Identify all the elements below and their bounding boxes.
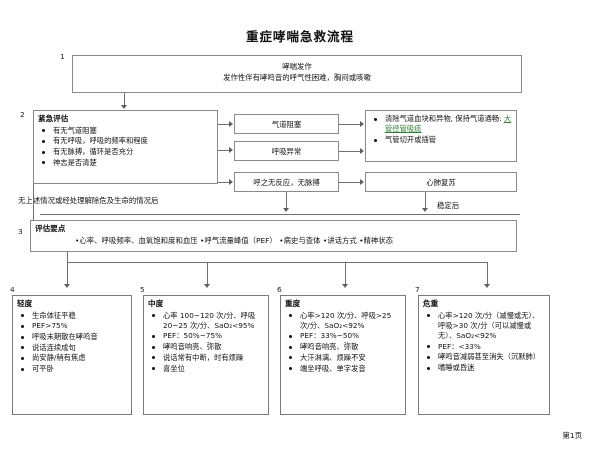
severity-severe-title: 重度 <box>285 299 301 308</box>
list-item: 嗜睡或昏迷 <box>423 363 545 373</box>
connector-merge-bar <box>40 214 520 215</box>
emergency-assessment-list: 有无气道阻塞 有无呼吸，呼吸的频率和程度 有无脉搏，循环是否充分 神志是否清楚 <box>38 126 213 168</box>
arrow-circulation-to-cpr <box>360 179 364 185</box>
arrow-to-severe <box>342 284 348 288</box>
severity-moderate-title: 中度 <box>148 299 164 308</box>
list-item: 大汗淋漓、烦躁不安 <box>285 353 401 363</box>
list-item: 清除气道血块和异物, 保持气道通畅: 大管径管吸痰 <box>370 114 512 134</box>
list-item: 气管切开或插管 <box>370 135 512 145</box>
list-item: 心率 100~120 次/分、呼吸 20~25 次/分、SaO₂<95% <box>148 311 264 331</box>
node-asthma-attack-line1: 哮喘发作 <box>282 62 312 71</box>
connector-circulation-to-cpr <box>339 182 361 183</box>
node-severity-mild: 轻度 生命体征平稳 PEF>75% 呼吸末期散在哮鸣音 说话连续成句 尚安静/稍… <box>12 295 132 415</box>
node-severity-severe: 重度 心率>120 次/分、呼吸>25 次/分、SaO₂<92% PEF：33%… <box>280 295 406 415</box>
connector-assess-to-airway <box>218 124 230 125</box>
list-item: PEF：<33% <box>423 342 545 352</box>
connector-assess-to-breathing <box>218 150 230 151</box>
node-cpr: 心肺复苏 <box>365 172 517 192</box>
list-item: 说话连续成句 <box>17 343 127 353</box>
connector-severity-bar <box>67 262 487 263</box>
arrow-1-to-2 <box>121 105 127 109</box>
arrow-assess-to-airway <box>229 121 233 127</box>
index-label-6: 6 <box>277 285 282 294</box>
connector-airway-to-action <box>339 124 361 125</box>
list-item: 神志是否清楚 <box>38 158 213 168</box>
connector-to-moderate <box>207 262 208 286</box>
arrow-airway-to-action <box>360 121 364 127</box>
node-breathing-abnormal: 呼吸异常 <box>234 141 339 161</box>
connector-to-severe <box>345 262 346 286</box>
list-item: 端坐呼吸、单字发音 <box>285 364 401 374</box>
severity-critical-list: 心率>120 次/分（减慢或无）、呼吸>30 次/分（可以减慢或无）、SaO₂<… <box>423 311 545 374</box>
arrow-breathing-to-action <box>360 148 364 154</box>
node-asthma-attack: 哮喘发作 发作性伴有哮鸣音的呼气性困难，胸闷或咳嗽 <box>72 55 522 93</box>
connector-assess-to-circulation <box>218 182 230 183</box>
connector-left-down <box>33 184 34 228</box>
connector-right-down <box>425 192 426 210</box>
node-airway-obstruction: 气道阻塞 <box>234 114 339 134</box>
list-item: 生命体征平稳 <box>17 311 127 321</box>
arrow-to-critical <box>484 284 490 288</box>
list-item: 说话常有中断，时有烦躁 <box>148 353 264 363</box>
node-emergency-assessment-title: 紧急评估 <box>38 114 69 123</box>
node-assessment-points-title: 评估要点 <box>35 224 66 233</box>
severity-critical-title: 危重 <box>423 299 439 308</box>
list-item: PEF>75% <box>17 321 127 331</box>
node-severity-moderate: 中度 心率 100~120 次/分、呼吸 20~25 次/分、SaO₂<95% … <box>143 295 269 415</box>
arrow-to-mild <box>64 284 70 288</box>
severity-mild-list: 生命体征平稳 PEF>75% 呼吸末期散在哮鸣音 说话连续成句 尚安静/稍有焦虑… <box>17 311 127 375</box>
airway-action-text: 清除气道血块和异物, 保持气道通畅: <box>385 114 504 123</box>
connector-step3-down <box>67 252 68 262</box>
list-item: PEF：50%~75% <box>148 331 264 341</box>
node-asthma-attack-line2: 发作性伴有哮鸣音的呼气性困难，胸闷或咳嗽 <box>223 72 371 82</box>
list-item: 哮鸣音减弱甚至消失（沉默肺） <box>423 352 545 362</box>
index-label-2: 2 <box>20 110 25 119</box>
arrow-assess-to-circulation <box>229 179 233 185</box>
page-number: 第1页 <box>562 431 582 440</box>
page-title: 重症哮喘急救流程 <box>245 29 354 44</box>
list-item: 尚安静/稍有焦虑 <box>17 353 127 363</box>
node-assessment-points-content: •心率、呼吸频率、血氧饱和度和血压 •呼气流量峰值（PEF） •病史与查体 •讲… <box>75 235 394 245</box>
connector-center-down <box>286 192 287 210</box>
list-item: 哮鸣音响亮、弥散 <box>148 342 264 352</box>
severity-mild-title: 轻度 <box>17 299 33 308</box>
index-label-3: 3 <box>18 227 23 236</box>
list-item: 呼吸末期散在哮鸣音 <box>17 332 127 342</box>
list-item: 喜坐位 <box>148 364 264 374</box>
connector-to-mild <box>67 262 68 286</box>
node-severity-critical: 危重 心率>120 次/分（减慢或无）、呼吸>30 次/分（可以减慢或无）、Sa… <box>418 295 550 415</box>
arrow-right-into-step3 <box>422 208 428 212</box>
node-no-response-no-pulse: 呼之无反应，无脉搏 <box>234 172 339 192</box>
list-item: PEF：33%~50% <box>285 331 401 341</box>
severity-moderate-list: 心率 100~120 次/分、呼吸 20~25 次/分、SaO₂<95% PEF… <box>148 311 264 374</box>
list-item: 有无呼吸，呼吸的频率和程度 <box>38 136 213 146</box>
list-item: 有无气道阻塞 <box>38 126 213 136</box>
list-item: 可平卧 <box>17 364 127 374</box>
list-item: 心率>120 次/分（减慢或无）、呼吸>30 次/分（可以减慢或无）、SaO₂<… <box>423 311 545 342</box>
node-airway-management: 清除气道血块和异物, 保持气道通畅: 大管径管吸痰 气管切开或插管 <box>365 110 517 162</box>
list-item: 哮鸣音响亮、弥散 <box>285 342 401 352</box>
connector-to-critical <box>487 262 488 286</box>
airway-action-highlight: 大管径管吸痰 <box>385 114 512 134</box>
index-label-4: 4 <box>10 285 15 294</box>
node-emergency-assessment: 紧急评估 有无气道阻塞 有无呼吸，呼吸的频率和程度 有无脉搏，循环是否充分 神志… <box>33 110 218 184</box>
node-assessment-points: 评估要点 •心率、呼吸频率、血氧饱和度和血压 •呼气流量峰值（PEF） •病史与… <box>30 220 517 252</box>
airway-management-list: 清除气道血块和异物, 保持气道通畅: 大管径管吸痰 气管切开或插管 <box>370 114 512 145</box>
arrow-to-moderate <box>204 284 210 288</box>
index-label-5: 5 <box>140 285 145 294</box>
connector-breathing-to-action <box>339 151 361 152</box>
connector-1-to-2 <box>124 93 125 107</box>
label-left-transition: 无上述情况或经处理解除危及生命的情况后 <box>18 196 159 205</box>
index-label-7: 7 <box>415 285 420 294</box>
list-item: 有无脉搏，循环是否充分 <box>38 147 213 157</box>
arrow-center-into-step3 <box>283 208 289 212</box>
index-label-1: 1 <box>60 52 65 61</box>
list-item: 心率>120 次/分、呼吸>25 次/分、SaO₂<92% <box>285 311 401 331</box>
arrow-assess-to-breathing <box>229 147 233 153</box>
severity-severe-list: 心率>120 次/分、呼吸>25 次/分、SaO₂<92% PEF：33%~50… <box>285 311 401 374</box>
label-right-transition: 稳定后 <box>437 201 460 210</box>
